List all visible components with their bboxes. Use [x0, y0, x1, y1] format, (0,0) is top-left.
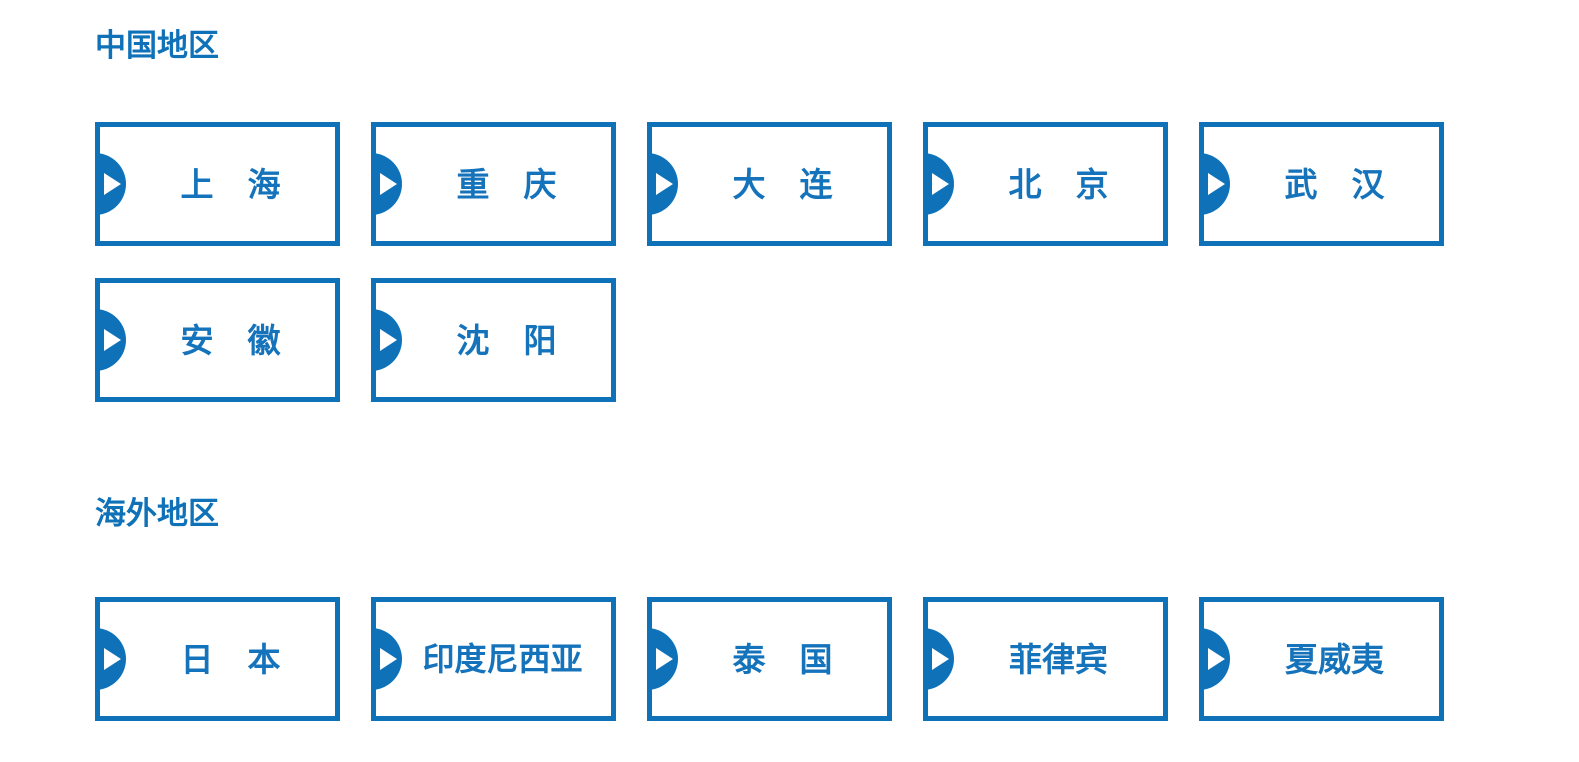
region-card-shanghai[interactable]: 上海 [95, 122, 340, 246]
region-card-label: 菲律宾 [1009, 639, 1108, 679]
card-grid-overseas: 日本 印度尼西亚 泰国 菲律宾 夏威夷 [95, 597, 1444, 721]
region-card-hawaii[interactable]: 夏威夷 [1199, 597, 1444, 721]
section-china: 中国地区 [95, 24, 219, 68]
play-triangle-icon [923, 153, 954, 215]
region-card-label: 夏威夷 [1285, 639, 1384, 679]
region-card-philippines[interactable]: 菲律宾 [923, 597, 1168, 721]
play-triangle-icon [95, 628, 126, 690]
region-card-label: 泰国 [732, 639, 867, 679]
region-card-thailand[interactable]: 泰国 [647, 597, 892, 721]
play-triangle-icon [371, 309, 402, 371]
region-card-anhui[interactable]: 安徽 [95, 278, 340, 402]
section-title-china: 中国地区 [95, 28, 219, 64]
section-title-overseas: 海外地区 [95, 496, 219, 532]
play-triangle-icon [371, 628, 402, 690]
play-triangle-icon [95, 153, 126, 215]
region-card-wuhan[interactable]: 武汉 [1199, 122, 1444, 246]
region-card-chongqing[interactable]: 重庆 [371, 122, 616, 246]
play-triangle-icon [371, 153, 402, 215]
section-overseas: 海外地区 [95, 492, 219, 536]
region-card-label: 日本 [180, 639, 315, 679]
region-card-japan[interactable]: 日本 [95, 597, 340, 721]
region-card-label: 上海 [180, 164, 315, 204]
play-triangle-icon [647, 153, 678, 215]
region-card-beijing[interactable]: 北京 [923, 122, 1168, 246]
region-card-label: 沈阳 [456, 320, 591, 360]
play-triangle-icon [1199, 153, 1230, 215]
region-card-label: 重庆 [456, 164, 591, 204]
play-triangle-icon [647, 628, 678, 690]
region-card-label: 印度尼西亚 [422, 640, 583, 678]
card-row: 日本 印度尼西亚 泰国 菲律宾 夏威夷 [95, 597, 1444, 721]
card-grid-china: 上海 重庆 大连 北京 武汉 安徽 [95, 122, 1444, 402]
region-card-label: 武汉 [1284, 164, 1419, 204]
play-triangle-icon [923, 628, 954, 690]
region-card-label: 北京 [1008, 164, 1143, 204]
region-card-label: 安徽 [180, 320, 315, 360]
play-triangle-icon [95, 309, 126, 371]
region-card-indonesia[interactable]: 印度尼西亚 [371, 597, 616, 721]
play-triangle-icon [1199, 628, 1230, 690]
region-card-dalian[interactable]: 大连 [647, 122, 892, 246]
card-row: 安徽 沈阳 [95, 278, 1444, 402]
region-card-shenyang[interactable]: 沈阳 [371, 278, 616, 402]
region-card-label: 大连 [732, 164, 867, 204]
card-row: 上海 重庆 大连 北京 武汉 [95, 122, 1444, 246]
